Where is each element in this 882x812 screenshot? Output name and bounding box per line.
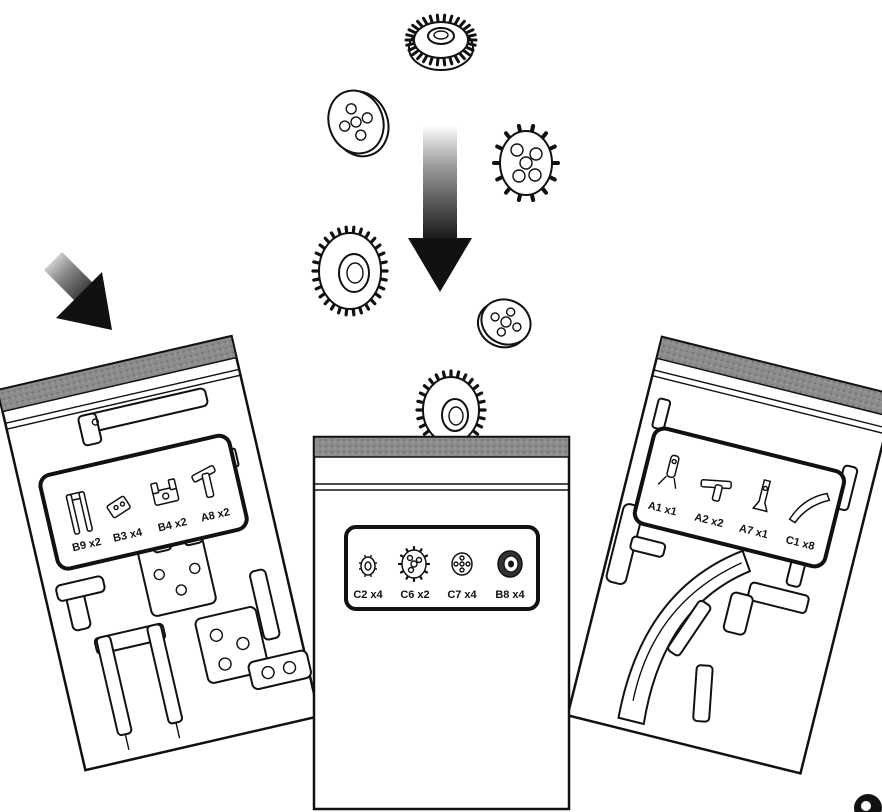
gear-tooth — [462, 49, 471, 57]
gear-tooth — [411, 23, 420, 31]
part-icon-a2 — [700, 478, 732, 502]
gear-tooth — [411, 49, 420, 57]
gear-tooth — [407, 28, 417, 35]
small-wheel-lower-icon — [477, 298, 532, 349]
gear-tooth — [442, 13, 447, 24]
gear-tooth — [458, 19, 466, 29]
gear-tooth — [405, 42, 416, 47]
parts-bag-center: C2 x4 C6 x2 C7 x4 B8 x4 — [312, 435, 571, 811]
gear-tooth — [453, 54, 460, 64]
gear-tooth — [448, 55, 454, 66]
gear-tooth — [453, 16, 460, 26]
gear-tooth — [466, 33, 477, 38]
gear-tooth — [416, 51, 424, 61]
gear-tooth — [422, 16, 429, 26]
part-icon-a8 — [191, 465, 216, 499]
part-icon-c6 — [397, 545, 431, 583]
gear-tooth — [416, 19, 424, 29]
gear-tooth — [435, 13, 440, 24]
part-code-c6: C6 x2 — [400, 589, 429, 601]
gear-tooth — [465, 45, 475, 52]
gear-tooth — [465, 28, 475, 35]
gear-tooth — [435, 56, 440, 67]
part-icon-b3 — [106, 495, 131, 519]
bag-right-parts-label: A1 x1 A2 x2 A7 x1 C1 x8 — [632, 426, 847, 569]
part-icon-c2 — [359, 555, 377, 577]
bag-left-parts-label: B9 x2 B3 x4 B4 x2 A8 x2 — [38, 433, 249, 571]
drop-arrow-icon — [408, 125, 472, 292]
gear-tooth — [407, 45, 417, 52]
part-code-c7: C7 x4 — [447, 589, 477, 601]
gear-tooth — [458, 51, 466, 61]
corner-marker-icon — [854, 794, 882, 812]
gear-tooth — [466, 42, 477, 47]
part-icon-b9 — [65, 491, 93, 535]
diagonal-arrow-icon — [44, 252, 112, 330]
falling-gears — [311, 13, 560, 451]
part-icon-c1 — [788, 492, 831, 524]
gear-tooth — [422, 54, 429, 64]
crown-gear-left-icon — [311, 225, 389, 317]
crown-gear-top-icon — [404, 13, 478, 71]
part-icon-b8 — [497, 550, 523, 578]
part-icon-a1 — [657, 454, 680, 489]
gear-tooth — [405, 33, 416, 38]
parts-bag-right: A1 x1 A2 x2 A7 x1 C1 x8 — [566, 335, 882, 775]
gear-tooth — [442, 56, 447, 67]
part-code-b8: B8 x4 — [495, 589, 525, 601]
gear-tooth — [428, 14, 434, 25]
part-icon-b4 — [150, 478, 180, 506]
part-code-c2: C2 x4 — [353, 589, 383, 601]
sprocket-right-icon — [492, 124, 560, 202]
small-wheel-upper-icon — [327, 89, 390, 158]
parts-bag-left: B9 x2 B3 x4 B4 x2 A8 x2 — [0, 334, 321, 772]
bag-left-background-parts — [55, 387, 312, 751]
gear-tooth — [428, 55, 434, 66]
part-icon-a7 — [751, 479, 772, 513]
bag-center-parts-label: C2 x4 C6 x2 C7 x4 B8 x4 — [344, 525, 540, 611]
gear-tooth — [448, 14, 454, 25]
part-icon-c7 — [451, 552, 473, 576]
gear-tooth — [462, 23, 471, 31]
